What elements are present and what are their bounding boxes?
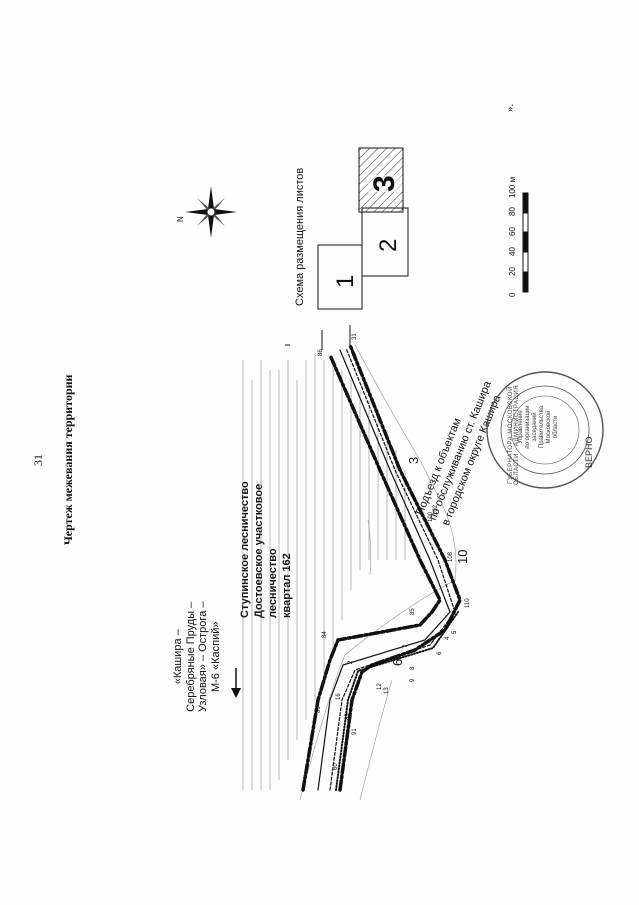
- end-markers: [285, 325, 351, 350]
- official-stamp: [486, 371, 604, 489]
- compass-rose: [185, 186, 237, 238]
- terrain-curves: [299, 344, 457, 801]
- sheet-1-frame: [317, 244, 363, 310]
- plot-boundaries: [301, 343, 462, 792]
- arrow-down-icon: [231, 688, 241, 698]
- scale-bar: [522, 192, 529, 293]
